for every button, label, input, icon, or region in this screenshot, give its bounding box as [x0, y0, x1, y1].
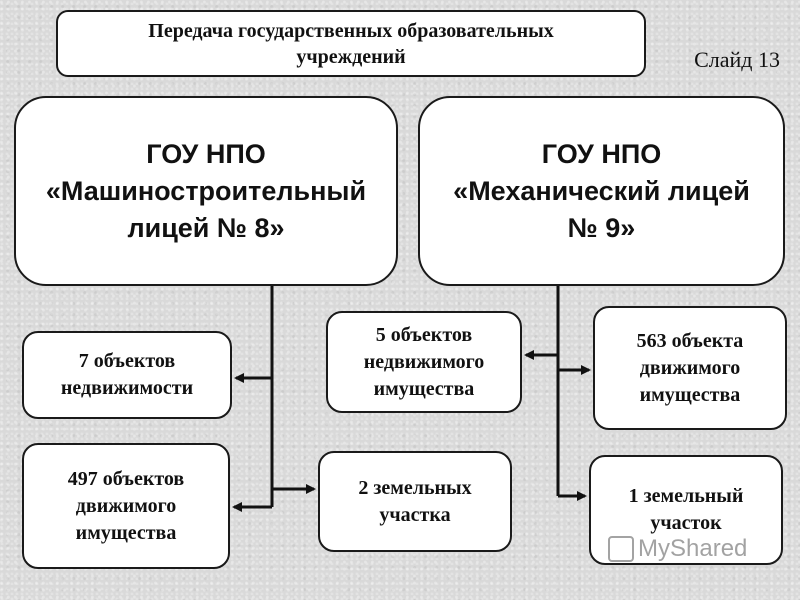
box-563-movable: 563 объекта движимого имущества [593, 306, 787, 430]
box-2-land-plots: 2 земельных участка [318, 451, 512, 552]
watermark-text: MyShared [638, 535, 748, 562]
slide-number: Слайд 13 [694, 47, 780, 72]
box-7-real-estate: 7 объектов недвижимости [22, 331, 232, 419]
box-5-real-estate: 5 объектов недвижимого имущества [326, 311, 522, 413]
presentation-icon [608, 536, 634, 562]
watermark: MyShared [608, 535, 747, 563]
slide-title: Передача государственных образовательных… [56, 10, 646, 77]
institution-lyceum-9: ГОУ НПО «Механический лицей № 9» [418, 96, 785, 286]
box-1-land-plot: 1 земельный участок [589, 455, 783, 565]
box-497-movable: 497 объектов движимого имущества [22, 443, 230, 569]
institution-lyceum-8: ГОУ НПО «Машиностроительный лицей № 8» [14, 96, 398, 286]
